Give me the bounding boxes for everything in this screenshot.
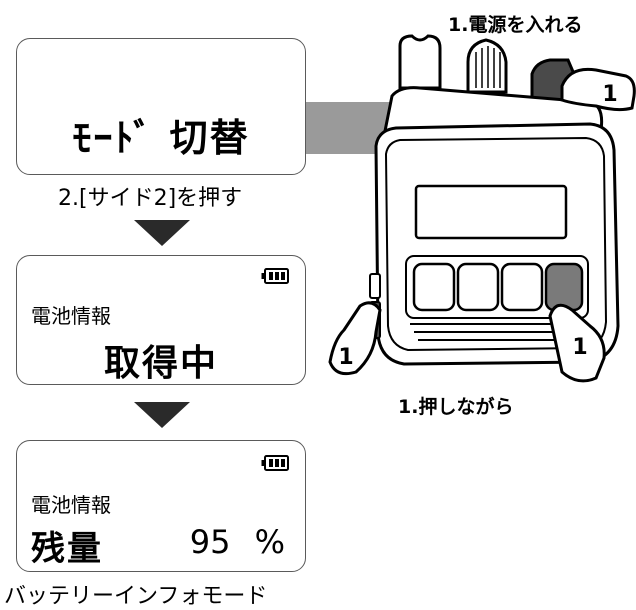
power-on-callout: 1.電源を入れる: [448, 14, 583, 36]
key-2: [456, 262, 500, 312]
display-screen-battery-fetching: 電池情報 取得中: [16, 255, 306, 385]
down-arrow-icon: [134, 220, 190, 246]
battery-remaining-value: 95 %: [190, 523, 285, 561]
battery-fetching-text: 取得中: [103, 343, 218, 384]
volume-knob: [466, 38, 508, 94]
radio-inner-frame: [384, 136, 608, 352]
battery-full-icon: [261, 268, 289, 284]
battery-full-icon: [261, 455, 289, 471]
finger-press-icon: [548, 303, 606, 383]
display-text-mode-switch: ﾓｰﾄﾞ 切替: [72, 116, 250, 160]
hold-callout: 1.押しながら: [398, 396, 514, 418]
display-screen-mode-switch: ﾓｰﾄﾞ 切替: [16, 38, 306, 175]
battery-info-label: 電池情報: [31, 304, 111, 328]
side-button-1: [369, 273, 381, 299]
down-arrow-icon: [134, 402, 190, 428]
step-number-icon: 1: [602, 82, 617, 107]
step2-instruction: 2.[サイド2]を押す: [58, 186, 243, 211]
key-4-highlight: [544, 262, 584, 312]
battery-remaining-label: 残量: [31, 529, 103, 569]
svg-text:1: 1: [338, 345, 353, 370]
radio-illustration: 1 1 1: [306, 34, 636, 383]
antenna: [398, 34, 442, 90]
display-screen-battery-remaining: 電池情報 残量 95 %: [16, 440, 306, 572]
svg-text:1: 1: [572, 335, 587, 360]
key-3: [500, 262, 544, 312]
key-1: [412, 262, 456, 312]
battery-info-label: 電池情報: [31, 493, 111, 517]
battery-percent-unit: %: [254, 523, 285, 561]
finger-press-icon: [328, 301, 382, 376]
battery-percent-value: 95: [189, 523, 231, 561]
radio-lcd: [414, 184, 568, 240]
battery-info-mode-caption: バッテリーインフォモード: [4, 584, 268, 609]
finger-press-icon: [560, 67, 636, 112]
